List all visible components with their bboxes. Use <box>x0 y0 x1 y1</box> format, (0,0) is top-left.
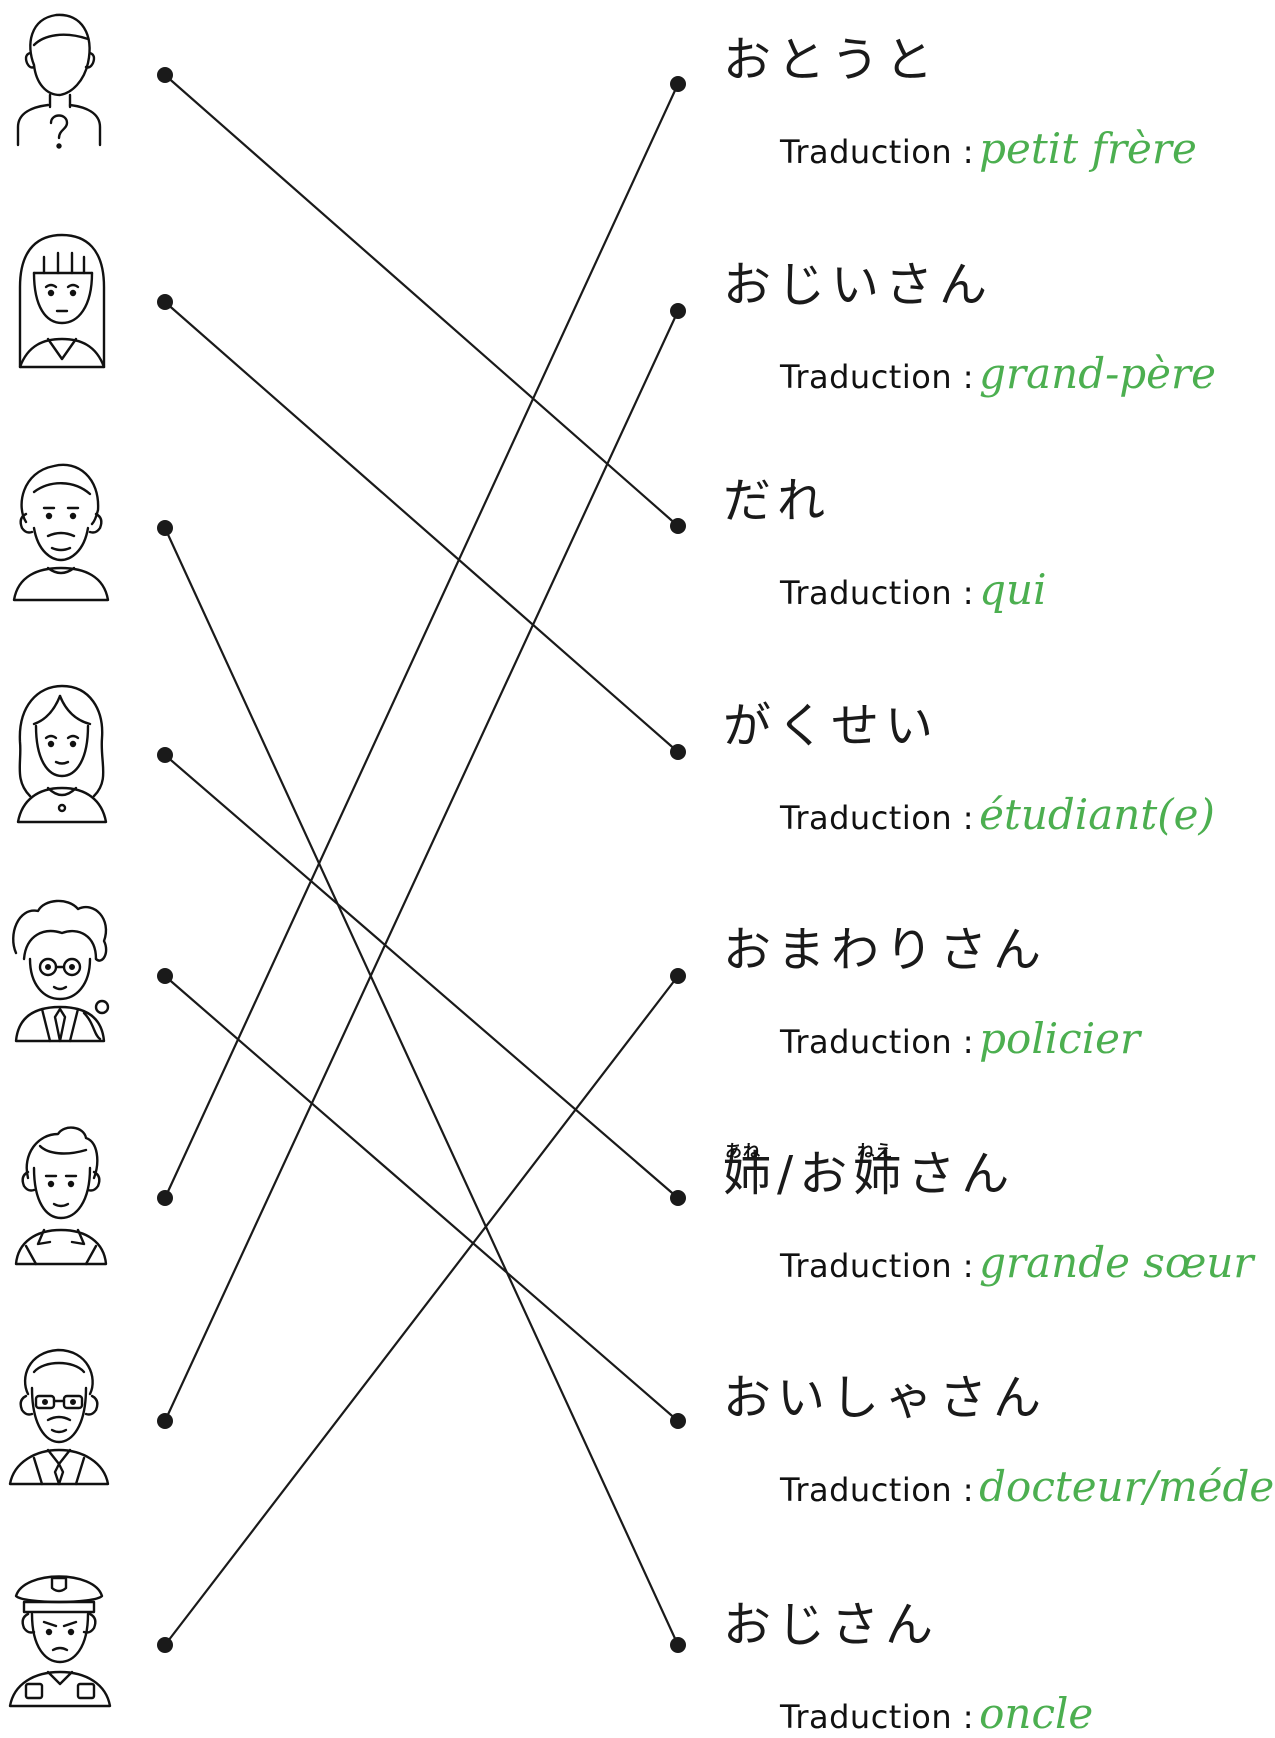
translation-answer: petit frère <box>979 124 1197 173</box>
left-anchor-dot[interactable] <box>157 1637 173 1653</box>
kanji: 姉 <box>853 1146 908 1202</box>
translation-answer: grande sœur <box>979 1238 1254 1287</box>
right-anchor-dot[interactable] <box>670 518 686 534</box>
kanji: 姉 <box>723 1146 778 1202</box>
long-hair-sister-icon <box>16 684 108 824</box>
translation-answer: étudiant(e) <box>979 790 1215 839</box>
connection-line <box>164 301 679 753</box>
right-anchor-dot[interactable] <box>670 76 686 92</box>
girl-student-icon <box>18 233 106 369</box>
term-item: あね姉/おねえ姉さん Traduction : grande sœur <box>723 1142 1254 1287</box>
connection-line <box>164 527 679 1646</box>
left-anchor-dot[interactable] <box>157 747 173 763</box>
right-anchor-dot[interactable] <box>670 1413 686 1429</box>
connection-line <box>164 74 679 527</box>
term-item: おまわりさん Traduction : policier <box>723 922 1140 1063</box>
translation-answer: docteur/médecin <box>979 1462 1275 1511</box>
little-brother-icon <box>14 1126 108 1266</box>
furigana: ねえ <box>857 1142 894 1162</box>
right-anchor-dot[interactable] <box>670 1190 686 1206</box>
translation-label: Traduction : <box>780 133 975 171</box>
japanese-word: がくせい <box>723 698 940 754</box>
translation-line: Traduction : étudiant(e) <box>780 790 1215 839</box>
japanese-separator: /お <box>777 1146 854 1202</box>
connection-line <box>164 310 679 1422</box>
police-officer-icon <box>8 1575 112 1708</box>
right-anchor-dot[interactable] <box>670 744 686 760</box>
translation-label: Traduction : <box>780 1247 975 1285</box>
left-anchor-dot[interactable] <box>157 1413 173 1429</box>
translation-line: Traduction : oncle <box>780 1689 1093 1738</box>
kanji-with-furigana: ねえ姉 <box>853 1142 908 1202</box>
translation-answer: grand-père <box>979 349 1216 398</box>
translation-line: Traduction : petit frère <box>780 124 1197 173</box>
left-anchor-dot[interactable] <box>157 67 173 83</box>
term-item: だれ Traduction : qui <box>723 473 1047 614</box>
right-anchor-dot[interactable] <box>670 968 686 984</box>
left-anchor-dot[interactable] <box>157 294 173 310</box>
grandfather-icon <box>8 1348 110 1486</box>
connection-line <box>164 754 679 1199</box>
left-anchor-dot[interactable] <box>157 520 173 536</box>
japanese-word: おじさん <box>723 1597 940 1653</box>
japanese-suffix: さん <box>907 1146 1016 1202</box>
japanese-word: あね姉/おねえ姉さん <box>723 1142 1016 1202</box>
translation-line: Traduction : policier <box>780 1014 1140 1063</box>
doctor-icon <box>12 899 110 1043</box>
connection-line <box>164 975 679 1646</box>
translation-label: Traduction : <box>780 574 975 612</box>
translation-label: Traduction : <box>780 799 975 837</box>
translation-line: Traduction : docteur/médecin <box>780 1462 1275 1511</box>
japanese-word: おまわりさん <box>723 922 1048 978</box>
translation-label: Traduction : <box>780 1023 975 1061</box>
translation-answer: policier <box>979 1014 1141 1063</box>
right-anchor-dot[interactable] <box>670 1637 686 1653</box>
furigana: あね <box>725 1142 761 1162</box>
translation-line: Traduction : grande sœur <box>780 1238 1254 1287</box>
term-item: がくせい Traduction : étudiant(e) <box>723 698 1215 839</box>
connection-line <box>164 83 679 1199</box>
term-item: おいしゃさん Traduction : docteur/médecin <box>723 1370 1275 1511</box>
japanese-word: おとうと <box>723 32 940 88</box>
term-item: おとうと Traduction : petit frère <box>723 32 1197 173</box>
translation-line: Traduction : qui <box>780 565 1047 614</box>
bearded-uncle-icon <box>12 463 110 602</box>
japanese-word: おいしゃさん <box>723 1370 1048 1426</box>
right-anchor-dot[interactable] <box>670 303 686 319</box>
term-item: おじいさん Traduction : grand-père <box>723 257 1216 398</box>
translation-answer: qui <box>979 565 1047 614</box>
connection-line <box>164 975 679 1422</box>
translation-answer: oncle <box>979 1689 1094 1738</box>
translation-label: Traduction : <box>780 1471 975 1509</box>
term-item: おじさん Traduction : oncle <box>723 1597 1093 1738</box>
japanese-word: おじいさん <box>723 257 994 313</box>
left-anchor-dot[interactable] <box>157 968 173 984</box>
kanji-with-furigana: あね姉 <box>723 1142 778 1202</box>
unknown-person-icon <box>16 13 102 149</box>
left-anchor-dot[interactable] <box>157 1190 173 1206</box>
translation-label: Traduction : <box>780 358 975 396</box>
translation-line: Traduction : grand-père <box>780 349 1216 398</box>
translation-label: Traduction : <box>780 1698 975 1736</box>
japanese-word: だれ <box>723 473 832 529</box>
